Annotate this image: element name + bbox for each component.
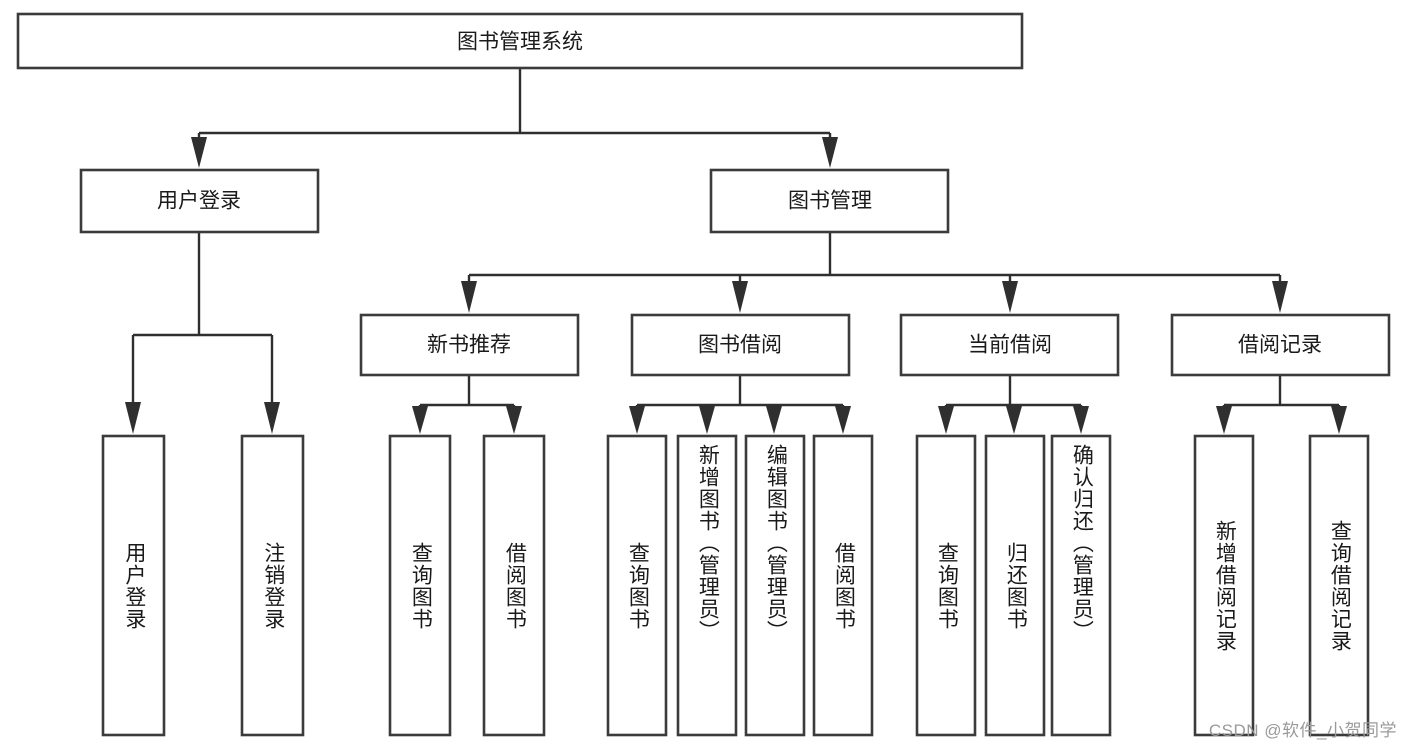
arrow-head-leaf-borrow-book-2 (835, 406, 851, 434)
node-book-borrow-rect[interactable] (630, 313, 851, 377)
node-leaf-add-record-rect[interactable] (1193, 434, 1255, 737)
arrow-head-leaf-edit-book (766, 406, 782, 434)
watermark: CSDN @软件_小贺同学 (1208, 721, 1397, 740)
arrow-head-user-login (191, 137, 207, 168)
node-leaf-borrow-book-1-rect[interactable] (482, 434, 546, 737)
arrow-head-new-book-rec (461, 281, 477, 313)
arrow-head-leaf-add-record (1216, 406, 1232, 434)
node-leaf-user-login-rect[interactable] (101, 434, 166, 737)
arrow-head-leaf-add-book (699, 406, 715, 434)
node-leaf-borrow-book-2-rect[interactable] (812, 434, 874, 737)
node-leaf-query-record-rect[interactable] (1308, 434, 1370, 737)
node-current-borrow-rect[interactable] (899, 313, 1120, 377)
node-leaf-query-book-1-rect[interactable] (388, 434, 452, 737)
arrow-head-leaf-query-record (1331, 406, 1347, 434)
node-book-borrow-label: 图书借阅 (698, 334, 782, 357)
node-current-borrow[interactable]: 当前借阅 (899, 313, 1120, 377)
node-current-borrow-label: 当前借阅 (968, 334, 1052, 357)
node-leaf-query-book-2-rect[interactable] (606, 434, 668, 737)
node-book-manage-label: 图书管理 (788, 190, 872, 213)
node-new-book-rec-rect[interactable] (359, 313, 580, 377)
node-borrow-record[interactable]: 借阅记录 (1170, 313, 1391, 377)
node-new-book-rec-label: 新书推荐 (427, 334, 511, 357)
node-user-login-label: 用户登录 (157, 190, 241, 213)
arrow-head-leaf-query-book-1 (412, 406, 428, 434)
node-book-manage-rect[interactable] (709, 168, 950, 234)
node-leaf-add-book-rect[interactable] (676, 434, 738, 737)
node-root-rect[interactable] (16, 12, 1024, 70)
node-leaf-edit-book-rect[interactable] (744, 434, 806, 737)
arrow-head-leaf-logout (264, 402, 280, 434)
node-user-login-rect[interactable] (79, 168, 320, 234)
arrow-head-leaf-query-book-2 (629, 406, 645, 434)
arrow-head-leaf-confirm-return (1073, 406, 1089, 434)
connector-layer (125, 68, 1347, 434)
node-borrow-record-rect[interactable] (1170, 313, 1391, 377)
node-root[interactable]: 图书管理系统 (16, 12, 1024, 70)
node-root-label: 图书管理系统 (457, 31, 583, 54)
node-user-login[interactable]: 用户登录 (79, 168, 320, 234)
node-leaf-confirm-return-rect[interactable] (1050, 434, 1112, 737)
arrow-head-book-manage (822, 137, 838, 168)
arrow-head-leaf-user-login (125, 402, 141, 434)
arrow-head-leaf-query-book-3 (938, 406, 954, 434)
node-book-manage[interactable]: 图书管理 (709, 168, 950, 234)
arrow-head-leaf-return-book (1006, 406, 1022, 434)
node-leaf-query-book-3-rect[interactable] (915, 434, 977, 737)
node-book-borrow[interactable]: 图书借阅 (630, 313, 851, 377)
node-leaf-logout-rect[interactable] (240, 434, 305, 737)
node-new-book-rec[interactable]: 新书推荐 (359, 313, 580, 377)
node-leaf-return-book-rect[interactable] (984, 434, 1046, 737)
node-borrow-record-label: 借阅记录 (1238, 334, 1322, 357)
arrow-head-leaf-borrow-book-1 (506, 406, 522, 434)
arrow-head-borrow-record (1272, 281, 1288, 313)
arrow-head-book-borrow (732, 281, 748, 313)
arrow-head-current-borrow (1002, 281, 1018, 313)
